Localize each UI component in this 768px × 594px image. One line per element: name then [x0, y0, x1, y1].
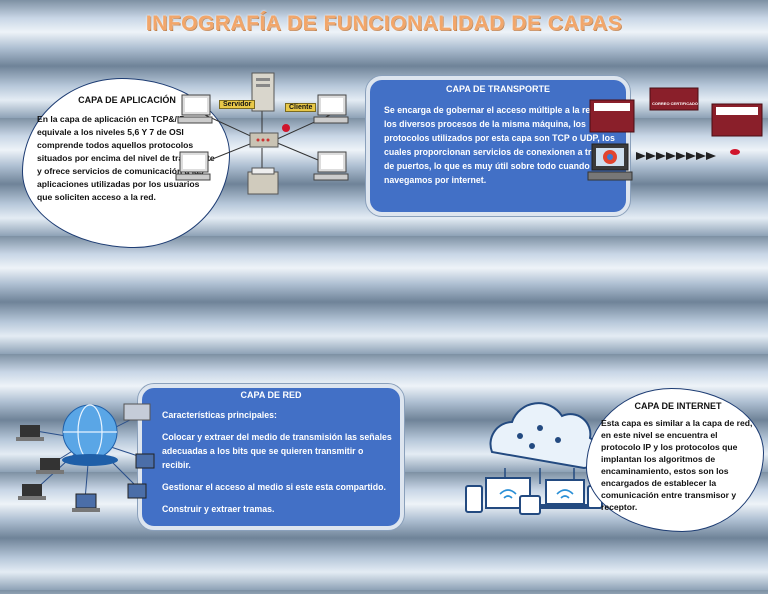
printer-icon — [247, 167, 279, 195]
laptop-icon — [540, 479, 590, 509]
phone-icon — [465, 485, 483, 513]
network-layer-panel: CAPA DE RED Características principales:… — [138, 384, 404, 530]
packet-dot — [282, 124, 290, 132]
arrow-chain-icon — [636, 152, 716, 160]
computer-icon — [313, 94, 349, 124]
tablet-icon — [519, 495, 541, 515]
internet-layer-cloud: CAPA DE INTERNET Esta capa es similar a … — [586, 388, 764, 532]
switch-icon — [249, 132, 279, 148]
list-item: Colocar y extraer del medio de transmisi… — [162, 432, 392, 470]
application-layer-text: En la capa de aplicación en TCP&/IP equi… — [37, 114, 215, 202]
list-item: Construir y extraer tramas. — [162, 504, 275, 514]
laptop-icon — [16, 425, 44, 441]
page-title: INFOGRAFÍA DE FUNCIONALIDAD DE CAPAS — [145, 12, 623, 35]
monitor-icon — [485, 477, 531, 509]
mail-label: CORREO CERTIFICADO — [652, 101, 698, 106]
server-label: Servidor — [219, 100, 256, 109]
laptop-icon — [18, 484, 46, 500]
network-layer-list: Características principales: Colocar y e… — [162, 408, 392, 516]
network-layer-title: CAPA DE RED — [240, 390, 302, 400]
transport-layer-panel: CAPA DE TRANSPORTE Se encarga de goberna… — [366, 76, 630, 216]
transport-layer-title: CAPA DE TRANSPORTE — [445, 84, 550, 94]
computer-icon — [313, 151, 349, 181]
internet-layer-title: CAPA DE INTERNET — [634, 401, 722, 411]
envelope-icon — [711, 103, 763, 137]
application-layer-cloud: CAPA DE APLICACIÓN En la capa de aplicac… — [22, 78, 230, 248]
laptop-icon — [36, 458, 64, 474]
envelope-icon — [649, 87, 699, 111]
client-label: Cliente — [285, 103, 317, 112]
cloud-icon — [489, 402, 600, 470]
application-layer-title: CAPA DE APLICACIÓN — [78, 95, 176, 105]
transport-layer-text: Se encarga de gobernar el acceso múltipl… — [384, 105, 615, 185]
packet-dot — [730, 149, 740, 155]
computer-icon — [72, 493, 100, 512]
globe-icon — [62, 404, 118, 466]
internet-layer-text: Esta capa es similar a la capa de red, e… — [601, 418, 753, 512]
list-item: Gestionar el acceso al medio si este est… — [162, 482, 386, 492]
list-item: Características principales: — [162, 410, 277, 420]
